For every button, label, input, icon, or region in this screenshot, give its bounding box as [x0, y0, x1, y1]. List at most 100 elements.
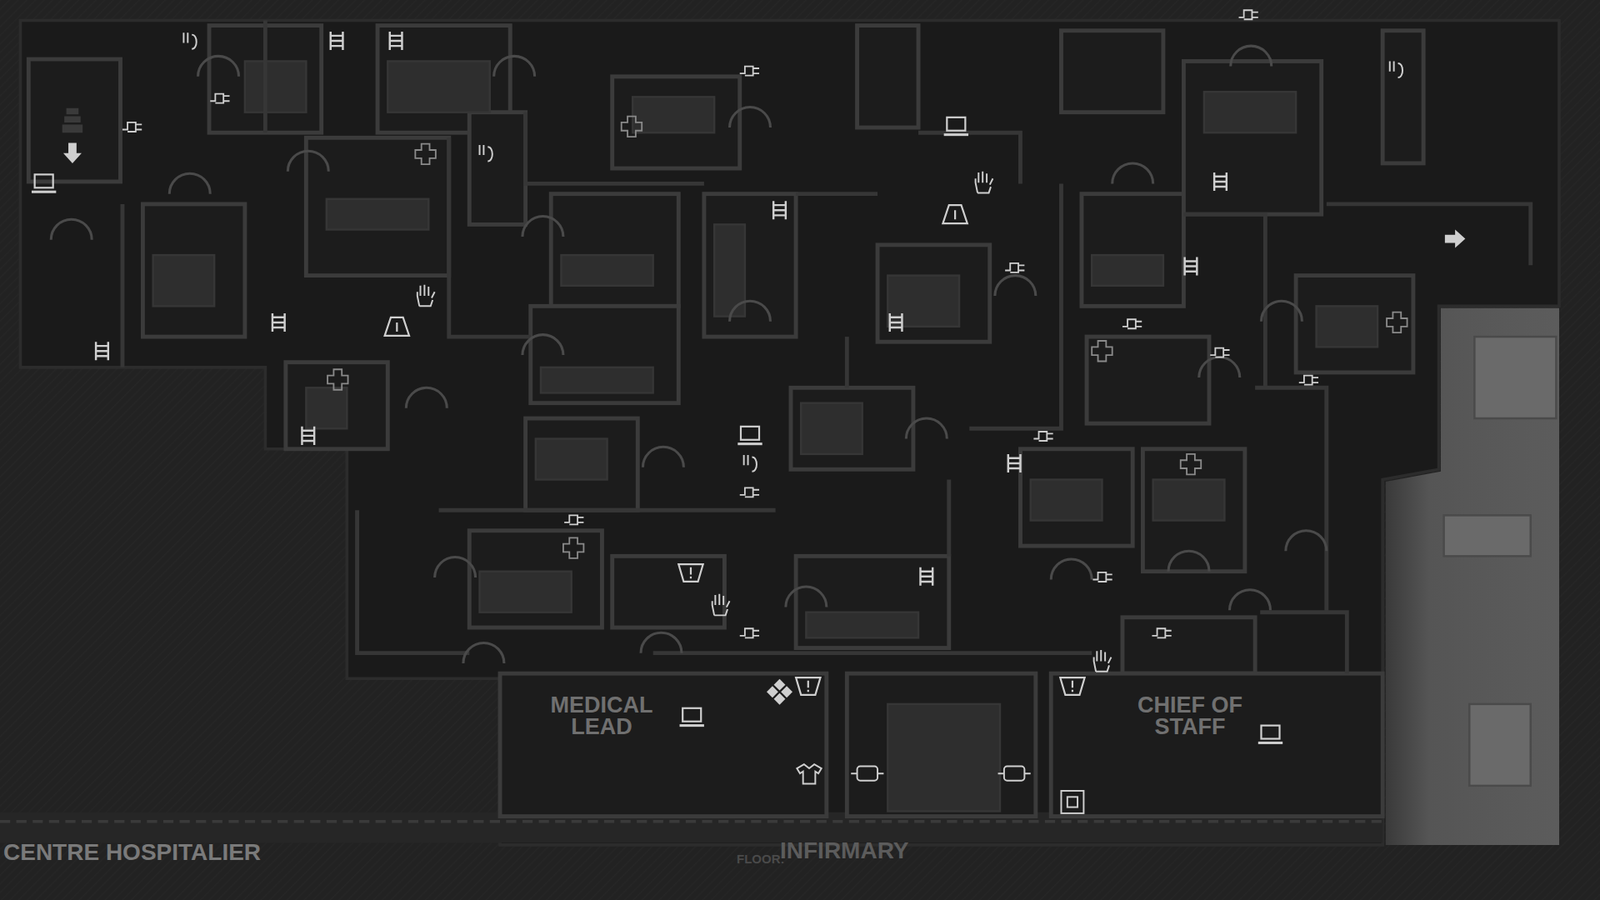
furniture: [480, 571, 572, 613]
furniture: [560, 255, 653, 286]
corridor-wall: [946, 480, 951, 557]
room-wall: [612, 555, 725, 628]
door-swing: [1285, 530, 1327, 551]
ladder-icon: [1185, 257, 1198, 276]
room-wall: [1382, 30, 1424, 164]
container-icon: [678, 564, 703, 582]
computer-icon: [737, 426, 762, 445]
computer-icon: [680, 708, 705, 726]
door-swing: [1199, 357, 1240, 378]
exterior-yard: [1385, 308, 1560, 845]
container-icon: [1060, 677, 1085, 695]
container-icon: [795, 677, 820, 695]
ladder-icon: [1008, 454, 1021, 473]
room-wall: [1050, 673, 1383, 816]
ladder-icon: [95, 341, 109, 360]
door-swing: [1230, 45, 1272, 66]
ladder-icon: [1214, 172, 1227, 191]
item-cluster-icon: [766, 679, 793, 705]
corridor-wall: [918, 132, 1020, 184]
vent-icon: [480, 145, 493, 162]
door-swing: [1050, 559, 1092, 580]
door-swing: [463, 642, 505, 663]
plug-icon: [1210, 348, 1230, 358]
room-wall: [28, 59, 120, 182]
floor-name: INFIRMARY: [780, 840, 997, 863]
room-wall: [1122, 617, 1255, 674]
furniture: [245, 60, 306, 112]
plug-icon: [122, 122, 142, 132]
hand-icon: [1094, 650, 1112, 672]
building-floor: [20, 20, 1560, 845]
corridor-wall: [439, 508, 776, 513]
room-wall: [612, 76, 740, 169]
room-wall: [530, 305, 680, 403]
door-swing: [522, 216, 564, 237]
corridor-wall: [120, 204, 125, 368]
stairs-icon: [62, 108, 83, 133]
furniture: [632, 96, 715, 133]
furniture: [1030, 480, 1103, 521]
disguise-icon: [796, 764, 821, 784]
corridor-wall: [1183, 214, 1265, 388]
room-wall: [525, 418, 639, 510]
medkit-icon: [1386, 312, 1407, 333]
warning-icon: [942, 205, 967, 224]
door-swing: [287, 150, 329, 171]
ladder-icon: [773, 200, 786, 220]
furniture: [805, 612, 919, 639]
room-wall: [550, 194, 679, 307]
room-wall: [500, 673, 827, 816]
keycard-icon: [998, 766, 1031, 781]
ladder-icon: [920, 567, 933, 586]
door-swing: [50, 219, 92, 240]
ladder-icon: [890, 313, 903, 332]
furniture: [1204, 91, 1296, 133]
corridor-wall: [449, 137, 531, 337]
corridor-wall: [525, 112, 705, 185]
door-swing: [435, 557, 476, 578]
door-swing: [494, 55, 535, 76]
medkit-icon: [563, 537, 584, 558]
ladder-icon: [390, 31, 403, 50]
safe-icon: [1060, 790, 1084, 814]
room-wall: [1142, 449, 1245, 572]
vent-icon: [744, 455, 757, 472]
plug-icon: [740, 66, 760, 76]
hand-icon: [712, 594, 730, 616]
hand-icon: [975, 171, 994, 194]
room-wall: [795, 555, 950, 648]
room-wall: [285, 362, 388, 450]
door-swing: [905, 418, 947, 439]
door-swing: [730, 107, 771, 128]
door-swing: [1260, 300, 1302, 321]
door-swing: [1168, 550, 1210, 571]
corridor-wall: [1255, 387, 1327, 612]
medkit-icon: [1091, 340, 1112, 361]
medkit-icon: [1180, 454, 1201, 475]
corridor-wall: [969, 183, 1061, 429]
ladder-icon: [272, 313, 285, 332]
door-swing: [730, 300, 771, 321]
computer-icon: [944, 117, 969, 135]
furniture: [535, 439, 608, 480]
corridor-wall: [795, 191, 878, 196]
door-swing: [785, 586, 827, 607]
hand-icon: [417, 285, 435, 307]
vent-icon: [183, 32, 196, 50]
door-swing: [522, 335, 564, 355]
vent-icon: [1390, 60, 1403, 78]
furniture: [887, 704, 1000, 812]
yard-object: [1444, 515, 1531, 556]
room-wall: [1081, 194, 1184, 307]
plug-icon: [740, 628, 760, 638]
yard-object: [1469, 704, 1530, 786]
room-wall: [1086, 336, 1210, 424]
computer-icon: [31, 174, 56, 192]
ladder-icon: [301, 426, 315, 445]
corridor-wall: [1260, 612, 1347, 674]
room-wall: [857, 25, 919, 128]
plug-icon: [210, 94, 230, 104]
plug-icon: [1005, 263, 1025, 273]
